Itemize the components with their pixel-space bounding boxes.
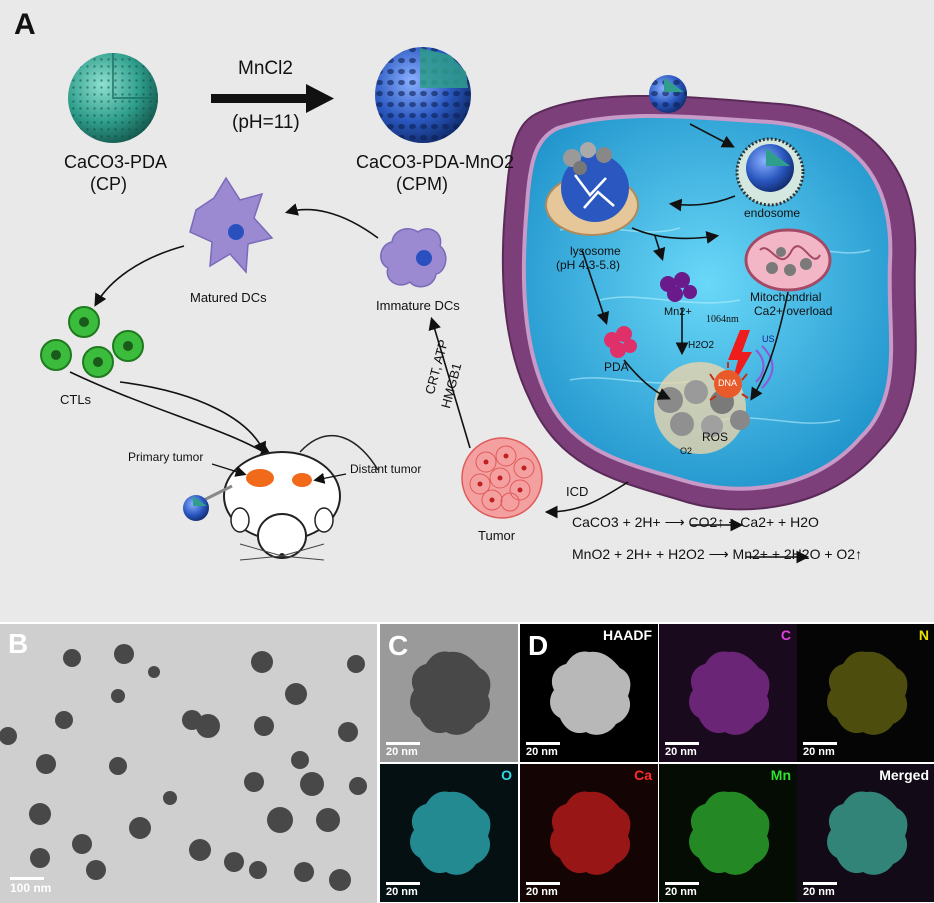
mito-label-1: Mitochondrial [750, 290, 822, 304]
cp-nanoparticle [68, 53, 158, 143]
laser-label: 1064nm [706, 314, 739, 325]
tile-label: O [501, 767, 512, 783]
cell-pathway-arrows [581, 123, 789, 401]
particle-blob [550, 651, 631, 735]
scale-bar: 20 nm [665, 882, 699, 898]
panel-label-a: A [14, 8, 36, 41]
pda-label: PDA [604, 360, 629, 374]
scale-bar: 20 nm [665, 742, 699, 758]
endosome-label: endosome [744, 206, 801, 220]
equation-1: CaCO3 + 2H+ ⟶ CO2↑ + Ca2+ + H2O [572, 514, 819, 530]
synthesis-arrow [211, 84, 334, 113]
mouse [183, 434, 379, 561]
immune-cycle-arrows [69, 203, 629, 519]
scale-bar: 20 nm [386, 742, 420, 758]
panel-b-tem-image: B 100 nm [0, 624, 377, 903]
matured-dc [189, 176, 274, 274]
primary-tumor-label: Primary tumor [128, 450, 204, 464]
particle-map [550, 651, 631, 735]
matured-dcs-label: Matured DCs [190, 290, 267, 305]
cp-abbr: (CP) [90, 174, 127, 194]
tumor-pointer-arrows [211, 463, 347, 484]
tile-label: N [918, 627, 929, 643]
lysosome-label: lysosome [570, 244, 621, 258]
particle-blob [550, 791, 631, 875]
equation-2: MnO2 + 2H+ + H2O2 ⟶ Mn2+ + 2H2O + O2↑ [572, 546, 863, 562]
panel-label-b: B [8, 628, 29, 659]
particle-blob [689, 651, 770, 735]
particle-map [827, 791, 908, 875]
scale-bar-b: 100 nm [10, 877, 52, 895]
particle-map [827, 651, 908, 735]
particle-blob [827, 791, 908, 875]
cpm-nanoparticle [375, 47, 471, 143]
particle-blob [410, 651, 491, 735]
tumor-cluster [461, 437, 543, 519]
cp-name: CaCO3-PDA [64, 152, 168, 172]
particle-map [410, 791, 491, 875]
immature-dcs-label: Immature DCs [376, 298, 460, 313]
scale-bar: 20 nm [803, 882, 837, 898]
scale-bar: 20 nm [526, 742, 560, 758]
tile-label: Mn [770, 767, 791, 783]
ctls-label: CTLs [60, 392, 92, 407]
panel-a-schematic: A MnCl2 (pH=11) CaCO3-PDA (CP) CaCO3-PDA… [0, 0, 934, 622]
scale-bar: 20 nm [526, 882, 560, 898]
mito-label-2: Ca2+ overload [754, 304, 833, 318]
panel-label-d: D [528, 630, 549, 661]
immature-dc [380, 228, 447, 288]
o2-label: O2 [680, 446, 693, 456]
cancer-cell [501, 75, 917, 511]
tile-label: C [780, 627, 791, 643]
tile-c-tem: 20 nm [380, 624, 518, 762]
tile-label: HAADF [603, 627, 652, 643]
dna-label: DNA [718, 378, 738, 388]
cpm-name: CaCO3-PDA-MnO2 [356, 152, 515, 172]
ros-label: ROS [702, 430, 729, 444]
h2o2-label: H2O2 [688, 340, 715, 351]
tile-label: Ca [634, 767, 652, 783]
schematic-svg [40, 47, 917, 564]
tile-mn: Mn 20 nm [659, 764, 797, 902]
particle-blob [410, 791, 491, 875]
icd-label: ICD [566, 484, 589, 499]
particle-blob [827, 651, 908, 735]
tile-c: C 20 nm [659, 624, 797, 762]
tile-o: O 20 nm [380, 764, 518, 902]
particle-blob [689, 791, 770, 875]
scale-bar: 20 nm [803, 742, 837, 758]
tile-label: Merged [879, 767, 929, 783]
tile-merged: Merged 20 nm [797, 764, 934, 902]
tile-n: N 20 nm [797, 624, 934, 762]
particle-map [410, 651, 491, 735]
distant-tumor-label: Distant tumor [350, 462, 422, 476]
lysosome-ph-label: (pH 4.3-5.8) [556, 258, 621, 272]
particle-map [550, 791, 631, 875]
particle-map [689, 651, 770, 735]
scale-bar: 20 nm [386, 882, 420, 898]
us-label: US [762, 334, 775, 344]
cpm-abbr: (CPM) [396, 174, 448, 194]
mn-label: Mn2+ [664, 306, 692, 318]
ctl-cells [40, 306, 144, 378]
particle-map [689, 791, 770, 875]
panel-label-c: C [388, 630, 409, 661]
reagent-label: MnCl2 [238, 58, 293, 79]
condition-label: (pH=11) [232, 112, 300, 133]
tile-haadf: HAADF 20 nm [520, 624, 658, 762]
tile-ca: Ca 20 nm [520, 764, 658, 902]
tumor-label: Tumor [478, 528, 516, 543]
tem-particles [0, 644, 367, 891]
